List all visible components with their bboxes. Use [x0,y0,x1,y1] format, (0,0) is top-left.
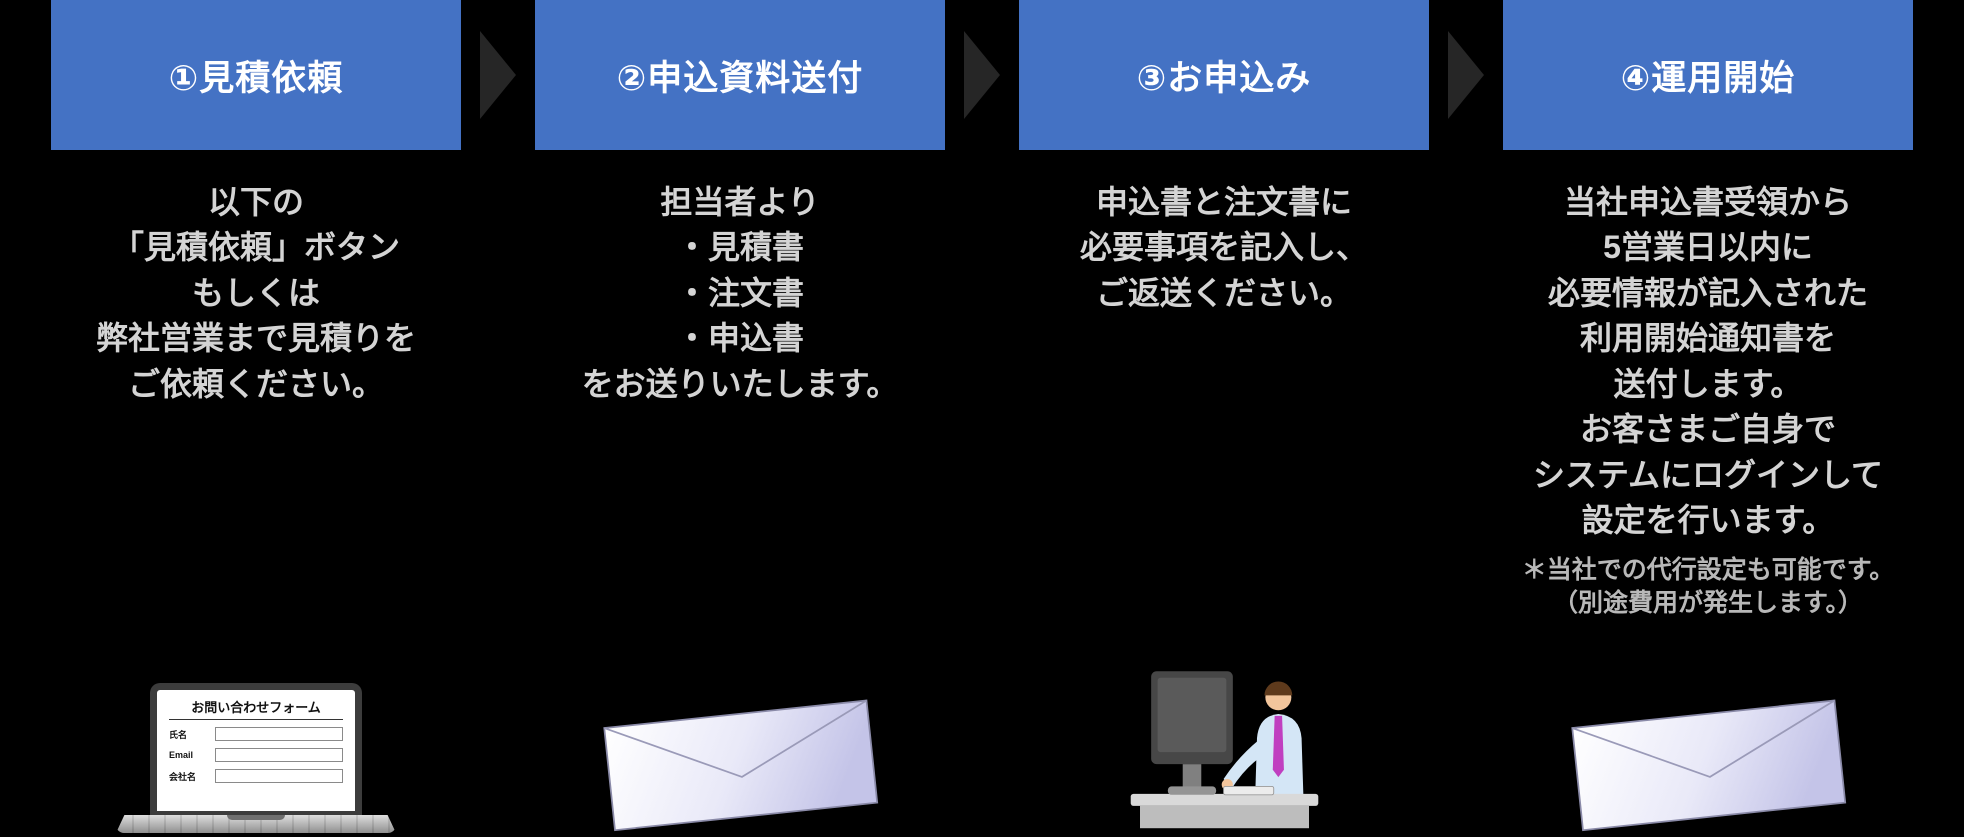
right-arrow-icon [964,31,1000,119]
step-3: ③お申込み 申込書と注文書に 必要事項を記入し、 ご返送ください。 [1019,0,1429,837]
flow-arrow-1 [461,0,535,150]
step-4-description: 当社申込書受領から 5営業日以内に 必要情報が記入された 利用開始通知書を 送付… [1532,184,1884,539]
form-field-input [215,748,343,762]
step-1-title: ①見積依頼 [168,58,344,98]
contact-form-title: お問い合わせフォーム [169,697,343,720]
right-arrow-icon [1448,31,1484,119]
step-4-header: ④運用開始 [1503,0,1913,150]
form-field-input [215,769,343,783]
form-row: Email [169,748,343,762]
laptop-screen: お問い合わせフォーム 氏名 Email 会社名 [150,683,362,815]
step-2-title: ②申込資料送付 [616,58,864,98]
flow-arrow-2 [945,0,1019,150]
form-row: 氏名 [169,727,343,741]
step-2: ②申込資料送付 担当者より ・見積書 ・注文書 ・申込書 をお送りいたします。 [535,0,945,837]
step-2-illustration-area [535,693,945,837]
step-4: ④運用開始 当社申込書受領から 5営業日以内に 必要情報が記入された 利用開始通… [1503,0,1913,837]
step-3-title: ③お申込み [1136,58,1312,98]
step-1: ①見積依頼 以下の 「見積依頼」ボタン もしくは 弊社営業まで見積りを ご依頼く… [51,0,461,837]
form-field-input [215,727,343,741]
step-4-illustration-area [1503,693,1913,837]
step-1-header: ①見積依頼 [51,0,461,150]
step-3-header: ③お申込み [1019,0,1429,150]
person-at-desk-illustration [1130,671,1318,829]
step-1-description: 以下の 「見積依頼」ボタン もしくは 弊社営業まで見積りを ご依頼ください。 [95,184,416,402]
form-field-label: Email [169,750,194,760]
flow-arrow-3 [1429,0,1503,150]
laptop-illustration: お問い合わせフォーム 氏名 Email 会社名 [116,683,396,833]
step-2-description: 担当者より ・見積書 ・注文書 ・申込書 をお送りいたします。 [581,184,899,402]
laptop-keyboard-base [116,815,396,833]
right-arrow-icon [480,31,516,119]
step-4-title: ④運用開始 [1620,58,1796,98]
form-row: 会社名 [169,769,343,783]
form-field-label: 会社名 [169,771,197,782]
step-3-description: 申込書と注文書に 必要事項を記入し、 ご返送ください。 [1079,184,1368,311]
step-1-illustration-area: お問い合わせフォーム 氏名 Email 会社名 [51,683,461,837]
envelope-icon [1570,699,1846,832]
step-4-footnote: ＊当社での代行設定も可能です。 （別途費用が発生します。） [1521,555,1895,617]
step-2-header: ②申込資料送付 [535,0,945,150]
envelope-icon [602,699,878,832]
form-field-label: 氏名 [169,729,188,740]
step-3-illustration-area [1019,647,1429,837]
